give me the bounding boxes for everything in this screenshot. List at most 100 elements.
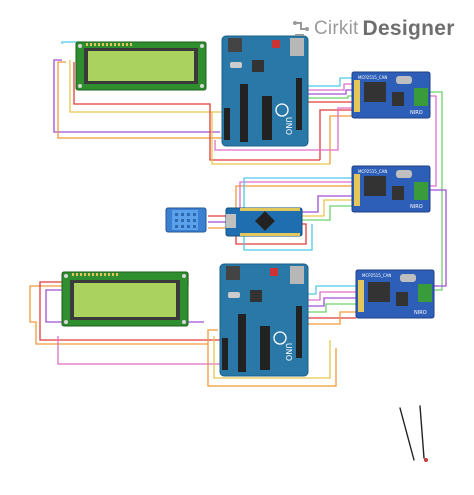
wire <box>69 60 222 113</box>
chip-label: MCP2515_CAN <box>358 75 387 80</box>
wire <box>243 177 352 210</box>
wire <box>53 59 220 133</box>
can-module-1[interactable]: MCP2515_CAN NIRO <box>351 71 431 119</box>
header-top <box>240 208 300 211</box>
smd-chip <box>252 60 264 72</box>
reset-button <box>270 268 278 276</box>
reset-button <box>272 40 280 48</box>
header-digital <box>240 84 248 142</box>
usb-port <box>226 214 236 228</box>
uno-logo-text: UNO <box>284 117 293 135</box>
uno-logo-ring <box>273 331 287 345</box>
can-terminal <box>418 284 432 302</box>
wire <box>57 61 222 139</box>
mount-hole <box>182 320 186 324</box>
transceiver-chip <box>392 186 404 200</box>
wire <box>300 291 356 301</box>
smd-chip <box>250 290 262 302</box>
crystal <box>400 274 416 282</box>
wire <box>300 199 352 217</box>
wire <box>239 181 352 210</box>
power-jack <box>290 38 304 56</box>
usb-port <box>228 38 242 52</box>
wire <box>29 285 208 345</box>
mount-hole <box>64 320 68 324</box>
arduino-uno-top[interactable]: UNO <box>221 35 309 147</box>
can-module-2[interactable]: MCP2515_CAN NIRO <box>351 165 431 213</box>
mount-hole <box>78 84 82 88</box>
transceiver-chip <box>392 92 404 106</box>
can-terminal <box>414 88 428 106</box>
wire <box>235 223 307 245</box>
can-controller-chip <box>364 82 386 102</box>
crystal <box>396 170 412 178</box>
can-controller-chip <box>368 282 390 302</box>
wire <box>300 311 356 325</box>
wire <box>214 107 352 151</box>
mount-hole <box>200 84 204 88</box>
brand-name: Cirkit <box>314 18 359 39</box>
wire <box>243 224 313 251</box>
header-power <box>224 108 230 140</box>
wire <box>430 95 437 187</box>
uno-logo-text: UNO <box>284 343 293 361</box>
pin-header <box>354 174 360 206</box>
chip-label: MCP2515_CAN <box>362 273 391 278</box>
mount-hole <box>78 44 82 48</box>
crystal <box>228 292 240 298</box>
wire <box>300 297 356 307</box>
wire <box>73 62 320 161</box>
wire <box>319 109 352 160</box>
header-power <box>222 338 228 370</box>
wire <box>300 195 352 213</box>
lcd-display-top[interactable] <box>75 41 207 91</box>
wire <box>57 336 220 365</box>
mount-hole <box>182 274 186 278</box>
wire <box>235 185 352 210</box>
cirkit-logo-icon <box>293 21 309 36</box>
can-terminal <box>414 182 428 200</box>
nano-chip <box>255 211 275 231</box>
power-jack <box>290 266 304 284</box>
wire <box>213 336 331 379</box>
lcd-screen <box>88 51 194 81</box>
header-analog <box>296 306 302 358</box>
usb-port <box>226 266 240 280</box>
wire <box>430 91 443 291</box>
uno-logo-ring <box>275 103 289 117</box>
transceiver-chip <box>396 292 408 306</box>
header-bottom <box>240 233 300 236</box>
lcd-header-pins <box>86 43 132 46</box>
can-controller-chip <box>364 176 386 196</box>
crystal <box>396 76 412 84</box>
atmega-chip <box>262 96 272 140</box>
can-module-3[interactable]: MCP2515_CAN NIRO <box>355 269 435 319</box>
brand-watermark: Cirkit Designer <box>292 16 455 42</box>
arduino-nano[interactable] <box>225 207 303 237</box>
wire <box>329 115 352 164</box>
atmega-chip <box>260 326 270 370</box>
arduino-uno-bottom[interactable]: UNO <box>219 263 309 377</box>
wire <box>300 303 356 313</box>
wire <box>39 281 220 341</box>
pin-header <box>358 280 364 312</box>
crystal <box>230 62 242 68</box>
chip-label: MCP2515_CAN <box>358 169 387 174</box>
header-analog <box>296 78 302 130</box>
brand-label: NIRO <box>410 110 423 116</box>
wires <box>29 41 447 387</box>
wire-probe[interactable] <box>399 405 428 462</box>
lcd-header-pins <box>72 273 118 276</box>
wire <box>300 83 352 91</box>
brand-label: NIRO <box>414 310 427 316</box>
lcd-display-bottom[interactable] <box>61 271 189 327</box>
wire <box>300 95 352 99</box>
brand-product: Designer <box>362 17 455 40</box>
wire <box>300 205 352 221</box>
dht11-sensor[interactable] <box>165 207 207 233</box>
mount-hole <box>64 274 68 278</box>
wire <box>207 329 337 387</box>
wire <box>300 77 352 87</box>
